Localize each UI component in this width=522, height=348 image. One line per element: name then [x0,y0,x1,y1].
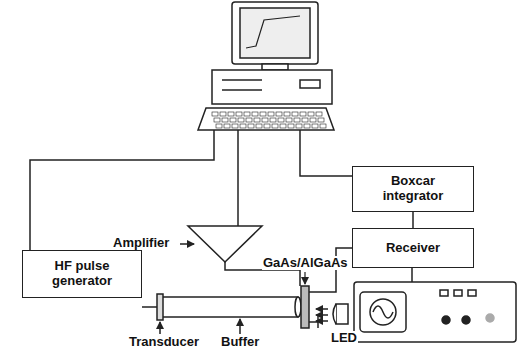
part-label: Buffer [220,335,260,348]
instrument-box: Boxcar integrator [352,166,474,212]
box-label: Receiver [386,241,440,256]
instrument-box: HF pulse generator [22,250,142,298]
box-label: Boxcar integrator [359,174,467,204]
part-label: GaAs/AlGaAs [262,256,349,270]
part-label: Amplifier [112,236,170,250]
wire-connector [412,212,414,228]
part-label: Transducer [128,335,200,348]
instrument-box: Receiver [352,228,474,268]
part-label: LED [330,331,358,345]
box-label: HF pulse generator [29,259,135,289]
